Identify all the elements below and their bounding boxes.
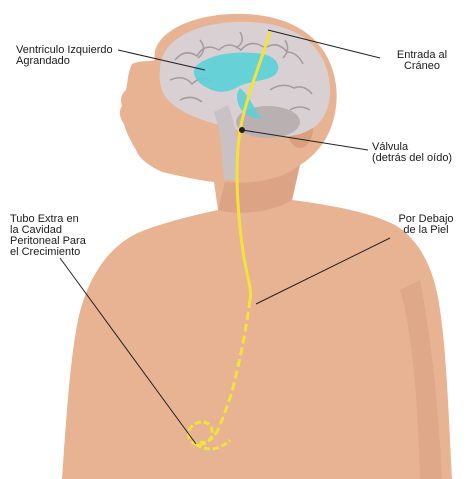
label-under-skin: Por Debajo de la Piel (386, 214, 466, 236)
label-skull-entry: Entrada al Cráneo (382, 50, 462, 72)
label-valve: Válvula (detrás del oído) (372, 142, 452, 164)
label-extra-tube: Tubo Extra en la Cavidad Peritoneal Para… (10, 214, 86, 258)
label-ventricle: Ventriculo Izquierdo Agrandado (16, 45, 113, 67)
